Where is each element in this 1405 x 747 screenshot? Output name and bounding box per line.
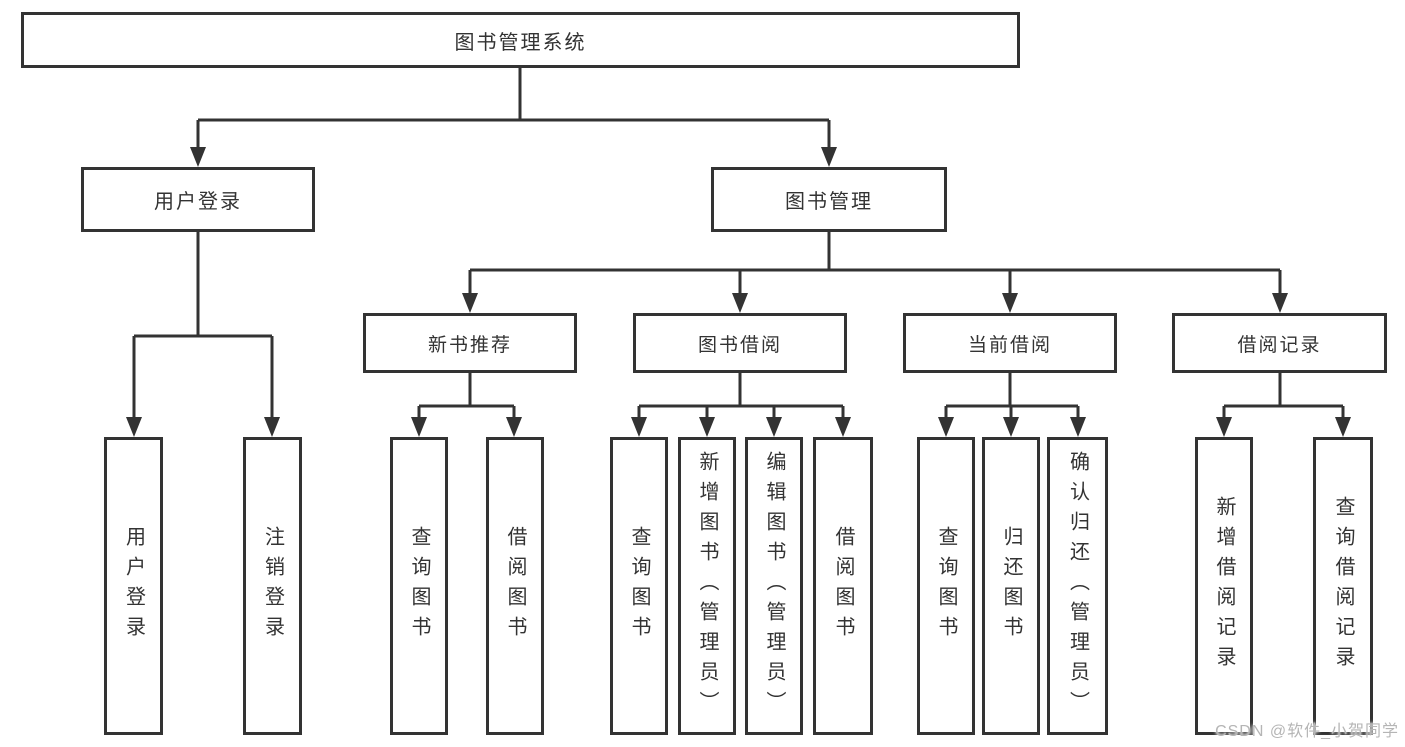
node-label: 当前借阅 [967, 334, 1052, 356]
leaf-add-book-admin: 新增图书（管理员） [678, 437, 736, 735]
leaf-borrow-book-newbook: 借阅图书 [486, 437, 544, 735]
arrow-down-icon [411, 417, 427, 437]
leaf-query-book-current: 查询图书 [917, 437, 975, 735]
arrow-down-icon [938, 417, 954, 437]
leaf-label: 查询图书 [628, 526, 650, 646]
node-label: 图书管理系统 [454, 31, 587, 54]
node-new-book-recommend: 新书推荐 [363, 313, 577, 373]
leaf-add-borrow-record: 新增借阅记录 [1195, 437, 1253, 735]
arrow-down-icon [462, 293, 478, 313]
arrow-down-icon [190, 147, 206, 167]
arrow-down-icon [835, 417, 851, 437]
arrow-down-icon [766, 417, 782, 437]
arrow-down-icon [506, 417, 522, 437]
node-current-borrow: 当前借阅 [903, 313, 1117, 373]
node-book-management: 图书管理 [711, 167, 947, 232]
connector-book-mgmt-to-level3 [462, 232, 1288, 313]
node-borrow-record: 借阅记录 [1172, 313, 1387, 373]
node-library-system: 图书管理系统 [21, 12, 1020, 68]
leaf-label: 借阅图书 [832, 526, 854, 646]
arrow-down-icon [631, 417, 647, 437]
arrow-down-icon [264, 417, 280, 437]
leaf-label: 编辑图书（管理员） [763, 451, 785, 721]
arrow-down-icon [1272, 293, 1288, 313]
connector-book-borrow-to-leaves [631, 373, 851, 437]
leaf-user-login: 用户登录 [104, 437, 163, 735]
leaf-label: 用户登录 [122, 526, 145, 646]
leaf-label: 新增图书（管理员） [696, 451, 718, 721]
leaf-label: 新增借阅记录 [1213, 496, 1235, 676]
leaf-borrow-book: 借阅图书 [813, 437, 873, 735]
connector-user-login-to-leaves [126, 232, 280, 437]
leaf-label: 归还图书 [1000, 526, 1022, 646]
leaf-label: 查询图书 [408, 526, 430, 646]
node-label: 用户登录 [154, 191, 242, 213]
leaf-return-book: 归还图书 [982, 437, 1040, 735]
connector-root-to-level2 [190, 68, 837, 167]
leaf-label: 借阅图书 [504, 526, 526, 646]
arrow-down-icon [699, 417, 715, 437]
arrow-down-icon [126, 417, 142, 437]
node-label: 图书借阅 [697, 334, 782, 356]
node-label: 借阅记录 [1237, 334, 1322, 356]
leaf-query-borrow-record: 查询借阅记录 [1313, 437, 1373, 735]
watermark-text: CSDN @软件_小贺同学 [1215, 723, 1399, 740]
connector-borrow-record-to-leaves [1216, 373, 1351, 437]
connector-current-borrow-to-leaves [938, 373, 1086, 437]
leaf-query-book-newbook: 查询图书 [390, 437, 448, 735]
leaf-label: 查询借阅记录 [1332, 496, 1354, 676]
node-label: 新书推荐 [427, 334, 512, 356]
arrow-down-icon [1003, 417, 1019, 437]
arrow-down-icon [1335, 417, 1351, 437]
leaf-label: 注销登录 [261, 526, 284, 646]
leaf-edit-book-admin: 编辑图书（管理员） [745, 437, 803, 735]
node-label: 图书管理 [785, 191, 873, 213]
leaf-label: 查询图书 [935, 526, 957, 646]
leaf-confirm-return-admin: 确认归还（管理员） [1047, 437, 1108, 735]
node-user-login: 用户登录 [81, 167, 315, 232]
node-book-borrow: 图书借阅 [633, 313, 847, 373]
leaf-logout: 注销登录 [243, 437, 302, 735]
arrow-down-icon [821, 147, 837, 167]
arrow-down-icon [732, 293, 748, 313]
arrow-down-icon [1070, 417, 1086, 437]
leaf-query-book-borrow: 查询图书 [610, 437, 668, 735]
connector-new-book-to-leaves [411, 373, 522, 437]
arrow-down-icon [1002, 293, 1018, 313]
leaf-label: 确认归还（管理员） [1066, 451, 1089, 721]
arrow-down-icon [1216, 417, 1232, 437]
